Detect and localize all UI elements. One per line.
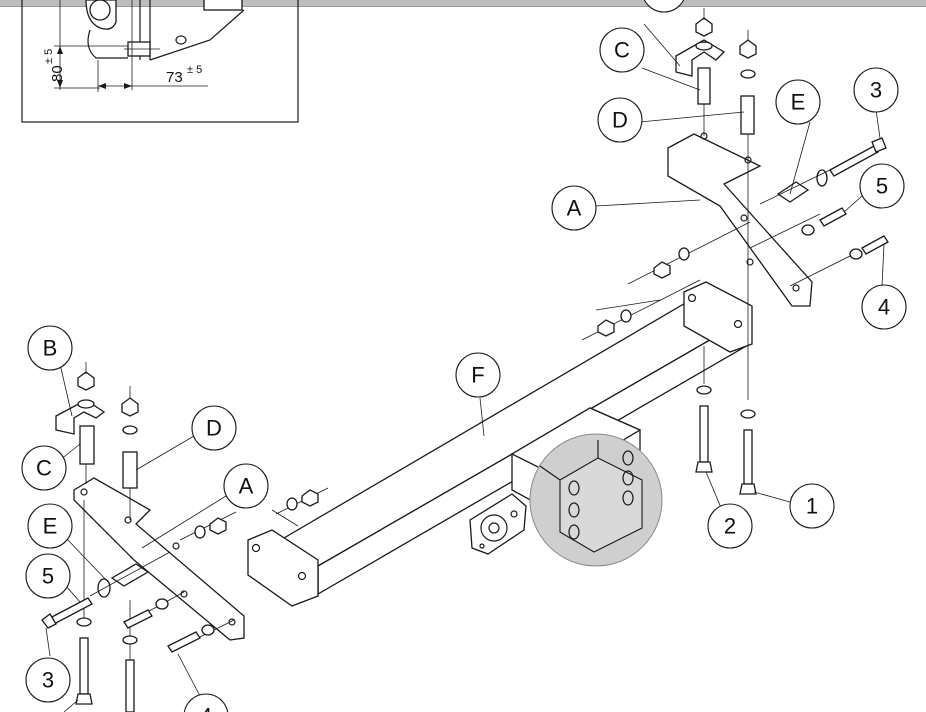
callout-5-right-label: 5 [876,174,888,199]
callout-b-right-partial [643,0,685,13]
callout-a-left: A [223,463,269,509]
callout-f-label: F [471,363,484,388]
callout-4-left: 4 [183,693,229,712]
callout-4-right-label: 4 [878,295,890,320]
callout-d-left-label: D [206,416,222,441]
callout-5-left-label: 5 [42,564,54,589]
callout-3-right: 3 [853,67,899,113]
callout-c-left-label: C [36,456,52,481]
right-bracket [667,132,813,307]
inset-detail: 80 ± 5 73 ± 5 [21,0,299,123]
callout-a-left-label: A [239,474,254,499]
callout-a-right: A [551,185,597,231]
callout-1-label: 1 [806,494,818,519]
callout-2: 2 [707,503,753,549]
callout-c-right: C [599,27,645,73]
callout-e-left: E [27,503,73,549]
dim-height-value: 80 [49,65,66,82]
callout-1: 1 [789,483,835,529]
callout-3-left: 3 [25,657,71,703]
window-top-border [0,0,926,7]
callout-a-right-label: A [567,196,582,221]
inset-offset-dimension: 73 ± 5 [97,60,208,92]
inset-frame [21,0,299,123]
callout-4-left-label: 4 [200,704,212,712]
crossbar [247,281,753,607]
callout-e-right: E [775,79,821,125]
leader-lines [45,23,885,712]
callout-e-right-label: E [791,90,806,115]
dim-height-tolerance: ± 5 [43,49,55,64]
callout-d-right-label: D [612,108,628,133]
inset-height-dimension: 80 ± 5 [43,0,128,90]
callout-d-right: D [597,97,643,143]
callout-e-left-label: E [43,514,58,539]
dim-offset-tolerance: ± 5 [187,64,202,76]
callout-c-left: C [21,445,67,491]
hitch-plate-detail [539,440,643,553]
left-bracket [73,477,245,641]
callout-4-right: 4 [861,284,907,330]
callout-5-left: 5 [25,553,71,599]
callout-2-label: 2 [724,514,736,539]
callout-d-left: D [191,405,237,451]
callout-3-right-label: 3 [870,78,882,103]
callout-b-left: B [27,325,73,371]
left-fasteners [41,362,329,712]
towball-sketch [85,0,245,90]
callout-b-left-label: B [43,336,58,361]
callout-5-right: 5 [859,163,905,209]
callout-c-right-label: C [614,38,630,63]
right-fasteners [581,8,889,495]
callout-f: F [455,352,501,398]
callout-3-left-label: 3 [42,668,54,693]
dim-offset-value: 73 [166,69,183,86]
